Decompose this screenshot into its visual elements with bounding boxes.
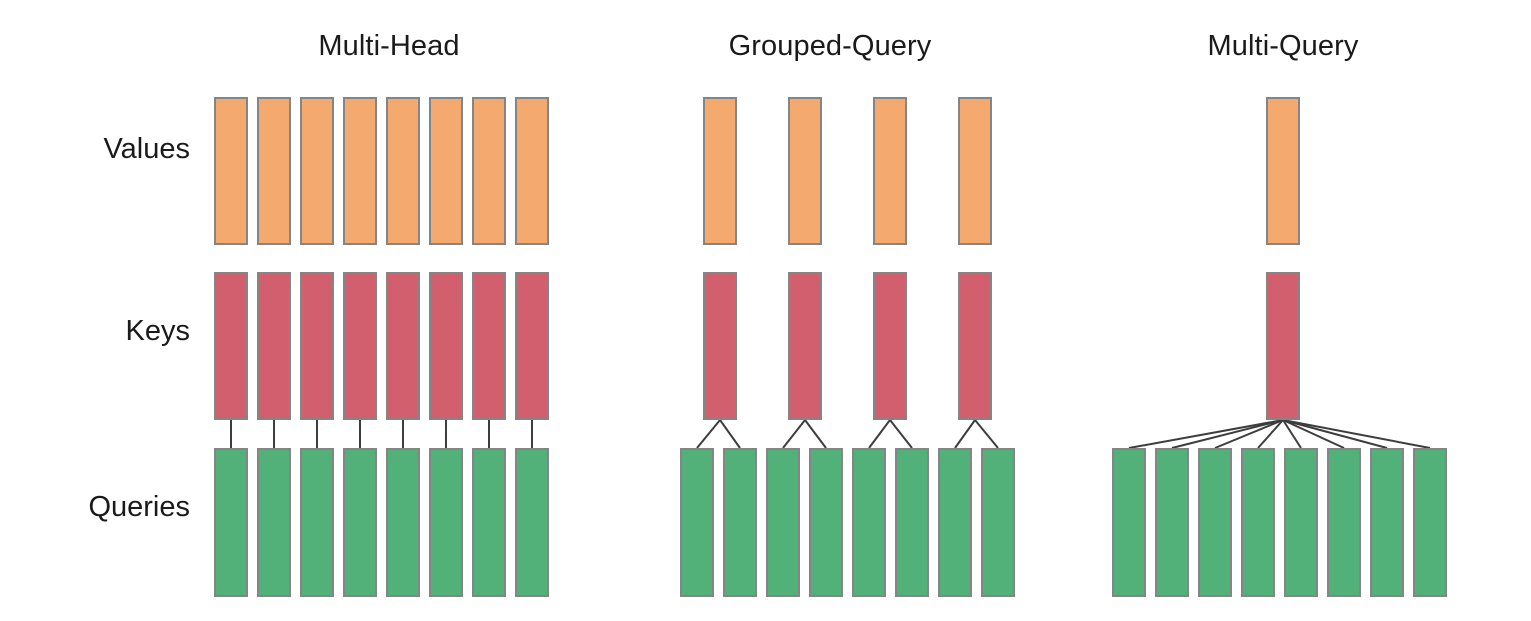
key-bar — [958, 272, 992, 420]
key-bar — [300, 272, 334, 420]
key-bar — [1266, 272, 1300, 420]
connector-line — [869, 420, 890, 448]
querie-bar — [1112, 448, 1146, 597]
connector-line — [1172, 420, 1283, 448]
key-bar — [788, 272, 822, 420]
row-label-values: Values — [103, 133, 190, 165]
querie-bar — [852, 448, 886, 597]
querie-bar — [680, 448, 714, 597]
value-bar — [214, 97, 248, 245]
value-bar — [703, 97, 737, 245]
row-label-queries: Queries — [88, 491, 190, 523]
connector-line — [975, 420, 998, 448]
value-bar — [788, 97, 822, 245]
querie-bar — [766, 448, 800, 597]
key-bar — [472, 272, 506, 420]
connector-line — [890, 420, 912, 448]
connector-line — [1283, 420, 1430, 448]
key-bar — [257, 272, 291, 420]
panel-title-multi-head: Multi-Head — [318, 30, 460, 62]
value-bar — [1266, 97, 1300, 245]
value-bar — [343, 97, 377, 245]
connector-line — [783, 420, 805, 448]
querie-bar — [214, 448, 248, 597]
value-bar — [429, 97, 463, 245]
querie-bar — [300, 448, 334, 597]
key-bar — [343, 272, 377, 420]
connector-line — [720, 420, 740, 448]
querie-bar — [257, 448, 291, 597]
connector-line — [1215, 420, 1283, 448]
key-bar — [873, 272, 907, 420]
connector-line — [1283, 420, 1387, 448]
value-bar — [386, 97, 420, 245]
value-bar — [300, 97, 334, 245]
querie-bar — [472, 448, 506, 597]
querie-bar — [429, 448, 463, 597]
querie-bar — [1241, 448, 1275, 597]
connector-line — [1258, 420, 1283, 448]
value-bar — [257, 97, 291, 245]
panel-title-grouped-query: Grouped-Query — [728, 30, 932, 62]
key-bar — [429, 272, 463, 420]
key-bar — [214, 272, 248, 420]
connector-line — [1283, 420, 1301, 448]
connector-line — [805, 420, 826, 448]
querie-bar — [515, 448, 549, 597]
querie-bar — [386, 448, 420, 597]
connector-line — [955, 420, 975, 448]
querie-bar — [895, 448, 929, 597]
key-bar — [515, 272, 549, 420]
querie-bar — [938, 448, 972, 597]
panel-title-multi-query: Multi-Query — [1207, 30, 1359, 62]
querie-bar — [343, 448, 377, 597]
querie-bar — [1155, 448, 1189, 597]
value-bar — [873, 97, 907, 245]
querie-bar — [1327, 448, 1361, 597]
querie-bar — [1198, 448, 1232, 597]
key-bar — [386, 272, 420, 420]
value-bar — [472, 97, 506, 245]
key-bar — [703, 272, 737, 420]
querie-bar — [1284, 448, 1318, 597]
querie-bar — [1413, 448, 1447, 597]
querie-bar — [809, 448, 843, 597]
connector-line — [697, 420, 720, 448]
connector-line — [1129, 420, 1283, 448]
row-label-keys: Keys — [125, 315, 190, 347]
querie-bar — [723, 448, 757, 597]
value-bar — [515, 97, 549, 245]
querie-bar — [1370, 448, 1404, 597]
connector-line — [1283, 420, 1344, 448]
querie-bar — [981, 448, 1015, 597]
value-bar — [958, 97, 992, 245]
